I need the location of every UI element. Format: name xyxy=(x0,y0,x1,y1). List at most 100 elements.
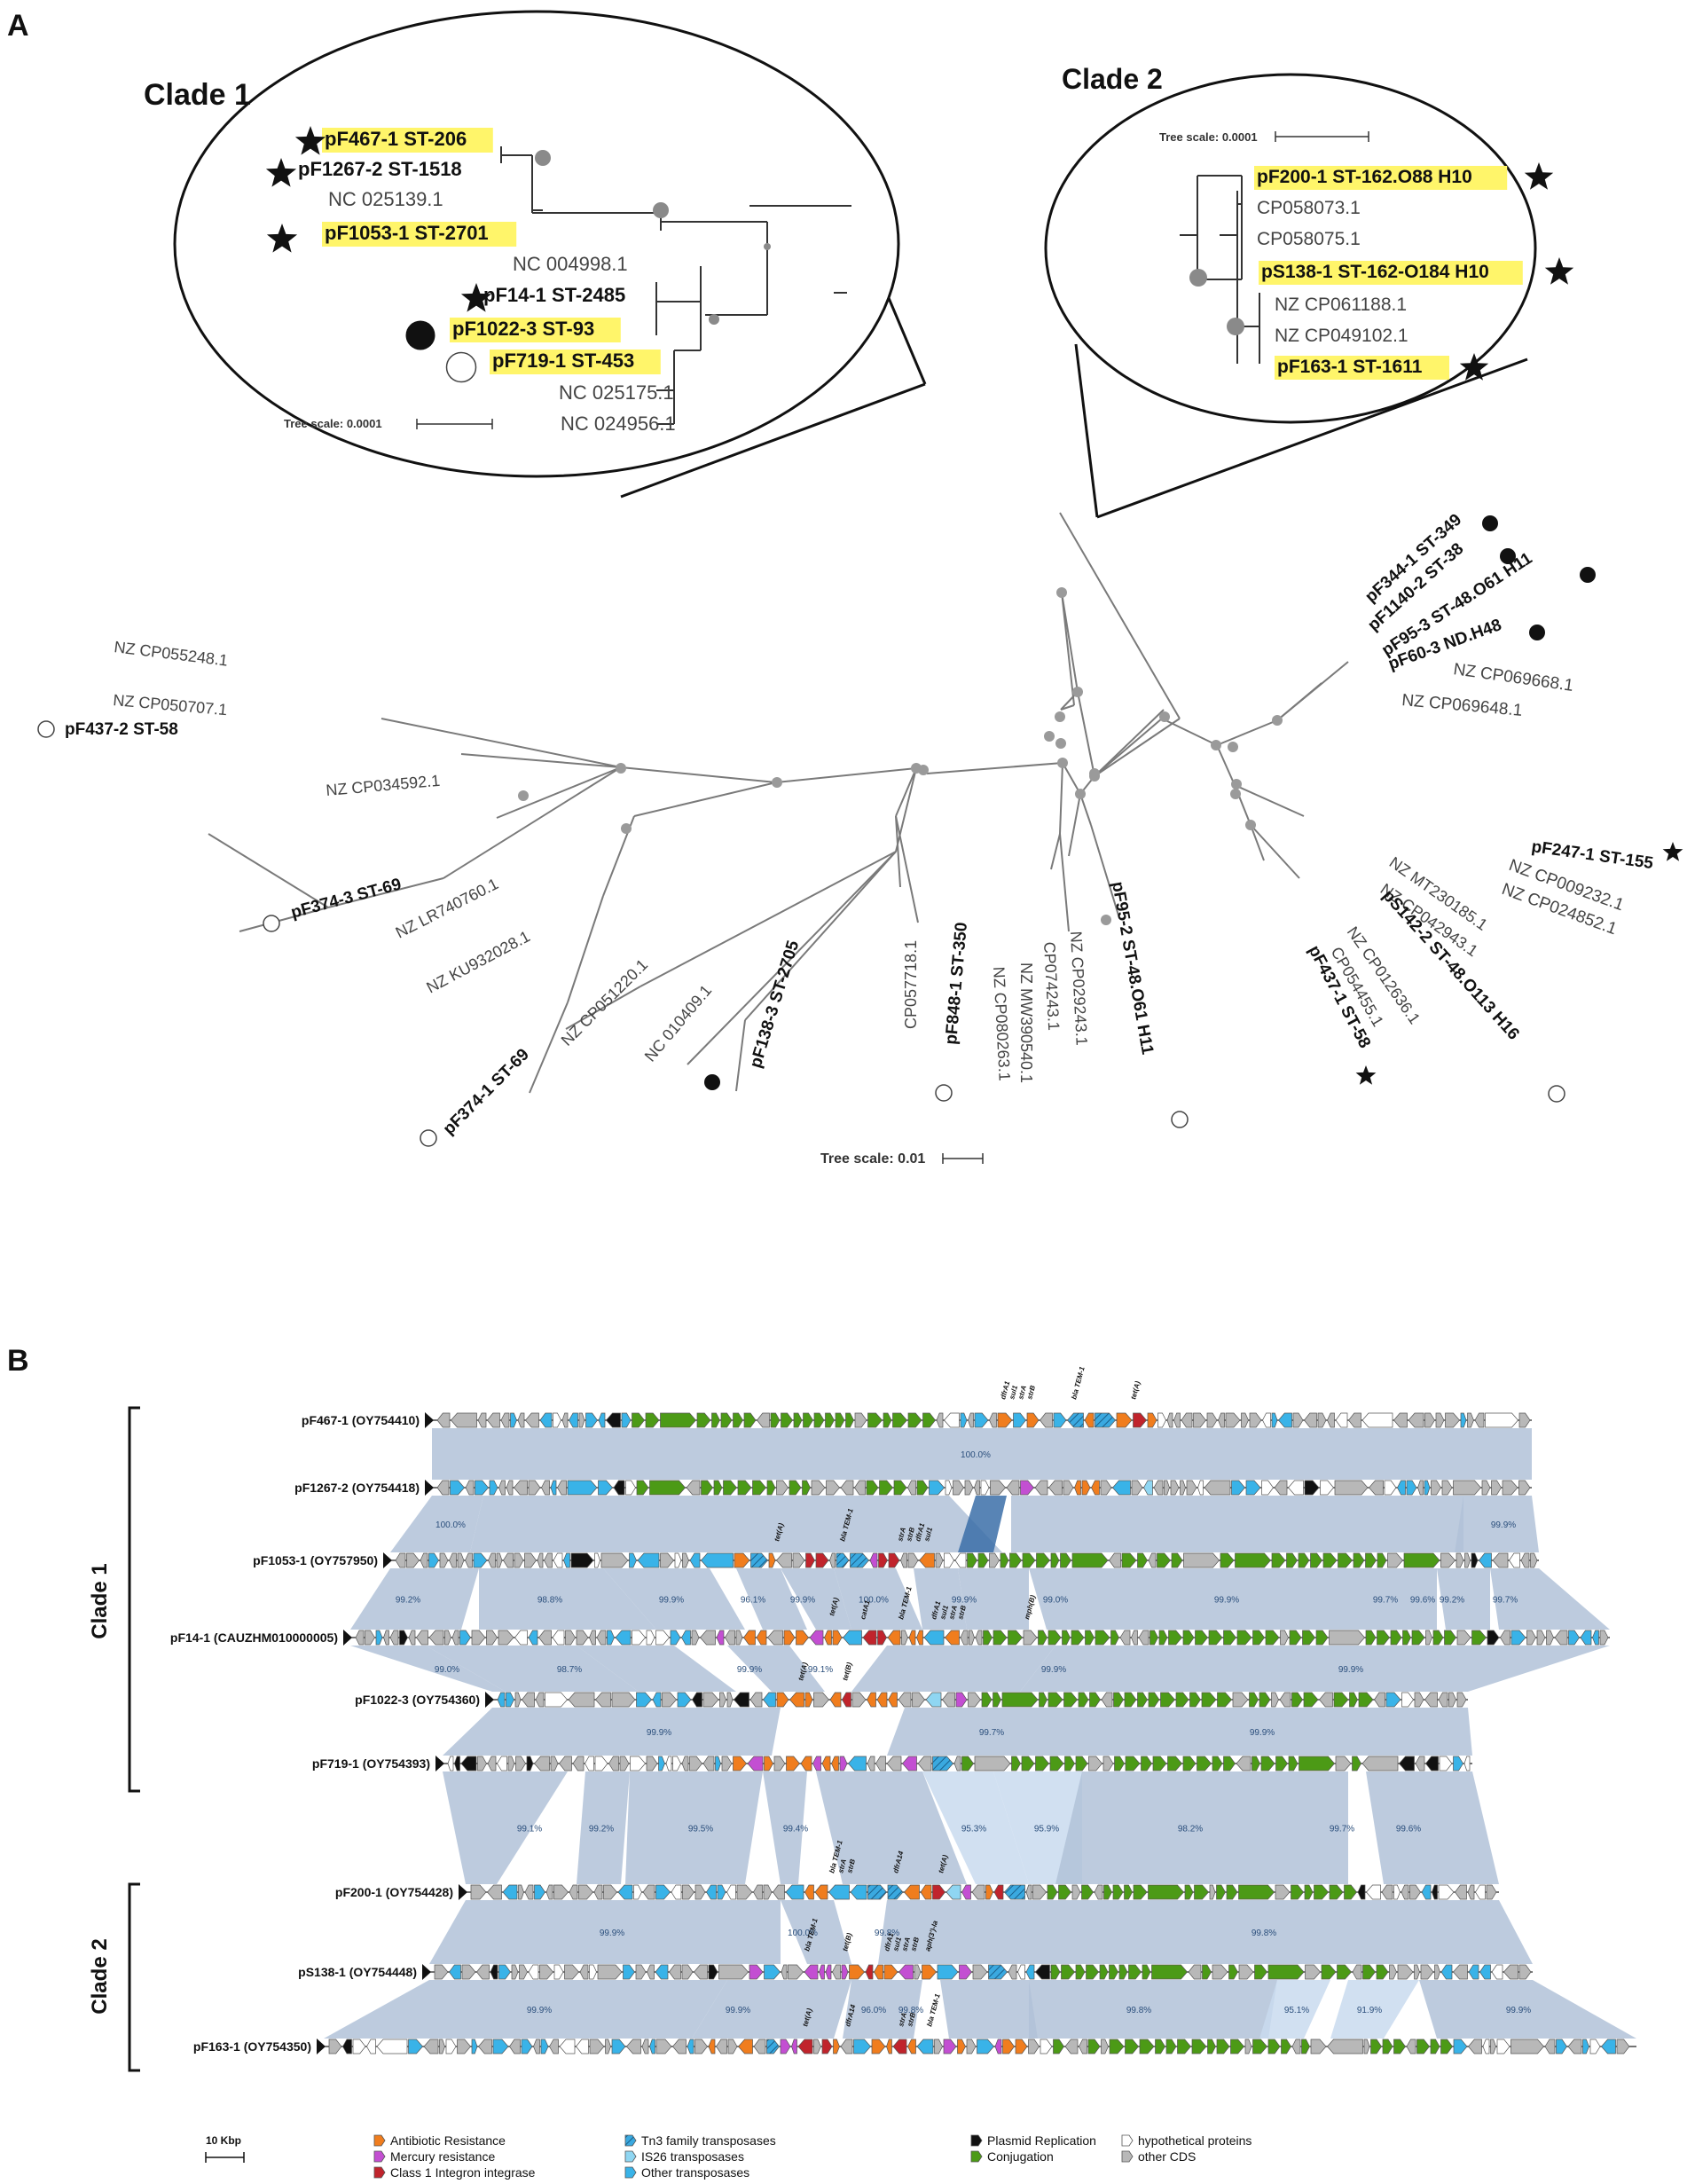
gene-arrow xyxy=(1289,1630,1302,1646)
gene-arrow xyxy=(1167,1756,1182,1772)
gene-arrow xyxy=(1212,1756,1223,1772)
tree-node xyxy=(1228,742,1238,752)
gene-arrow xyxy=(1420,1964,1434,1980)
gene-arrow xyxy=(1440,2039,1453,2054)
identity-label: 99.9% xyxy=(527,2006,552,2015)
gene-arrow xyxy=(528,1964,539,1980)
clade1-tree xyxy=(500,146,851,425)
gene-arrow xyxy=(1554,1630,1568,1646)
gene-arrow xyxy=(727,2039,738,2054)
gene-arrow xyxy=(1184,1884,1194,1900)
main-branch xyxy=(208,833,329,908)
gene-arrow xyxy=(1327,1412,1335,1428)
gene-arrow xyxy=(752,1480,766,1496)
gene-arrow xyxy=(1223,1630,1236,1646)
main-branch xyxy=(565,986,641,1030)
gene-arrow xyxy=(1181,1412,1193,1428)
clade1-leaf-label: NC 024956.1 xyxy=(561,412,676,435)
clade1-leaf-label: NC 025175.1 xyxy=(559,381,674,404)
legend-label: Class 1 Integron integrase xyxy=(390,2165,536,2180)
gene-arrow xyxy=(1218,1412,1225,1428)
gene-arrow xyxy=(1425,1630,1432,1646)
gene-arrow xyxy=(646,1630,655,1646)
gene-arrow xyxy=(825,1412,835,1428)
origin-marker xyxy=(383,1552,392,1568)
gene-arrow xyxy=(649,1480,686,1496)
gene-arrow xyxy=(892,1412,907,1428)
gene-arrow xyxy=(826,1480,840,1496)
gene-arrow xyxy=(1502,1480,1518,1496)
gene-arrow xyxy=(700,1630,716,1646)
gene-label: tet(B) xyxy=(841,1662,853,1682)
gene-arrow xyxy=(1216,2039,1230,2054)
main-tree-scale: Tree scale: 0.01 xyxy=(820,1151,984,1167)
gene-arrow xyxy=(1275,1884,1291,1900)
gene-arrow xyxy=(1177,2039,1191,2054)
identity-label: 99.7% xyxy=(1493,1596,1518,1606)
gene-arrow xyxy=(887,1630,901,1646)
gene-arrow xyxy=(1260,1756,1275,1772)
gene-arrow xyxy=(428,1630,444,1646)
main-branch xyxy=(496,766,622,819)
gene-arrow xyxy=(1114,1756,1125,1772)
gene-arrow xyxy=(488,1552,496,1568)
gene-arrow xyxy=(1592,1630,1599,1646)
gene-arrow xyxy=(877,1630,887,1646)
clade2-star-marker xyxy=(1544,257,1574,285)
gene-arrow xyxy=(977,1552,989,1568)
gene-arrow xyxy=(589,2039,605,2054)
identity-label: 99.9% xyxy=(1214,1596,1239,1606)
identity-ribbon xyxy=(736,1568,807,1630)
gene-arrow xyxy=(791,2039,797,2054)
gene-arrow xyxy=(1094,1884,1103,1900)
gene-arrow xyxy=(1445,1412,1460,1428)
gene-arrow xyxy=(1063,1692,1078,1708)
clade1-highlight xyxy=(322,128,493,153)
gene-arrow xyxy=(1320,1480,1334,1496)
gene-arrow xyxy=(515,1756,526,1772)
gene-arrow xyxy=(1518,1964,1532,1980)
track-label: pF467-1 (OY754410) xyxy=(302,1413,420,1427)
gene-arrow xyxy=(946,1884,961,1900)
gene-arrow xyxy=(1487,1630,1500,1646)
gene-arrow xyxy=(669,1964,681,1980)
gene-arrow xyxy=(475,1480,489,1496)
gene-arrow xyxy=(1304,1884,1314,1900)
gene-arrow xyxy=(1195,1630,1208,1646)
identity-ribbon xyxy=(443,1708,781,1756)
gene-arrow xyxy=(749,1692,763,1708)
gene-arrow xyxy=(1403,1552,1440,1568)
gene-arrow xyxy=(883,1412,892,1428)
gene-arrow xyxy=(692,1692,702,1708)
identity-label: 99.7% xyxy=(1330,1825,1354,1834)
gene-arrow xyxy=(916,2039,934,2054)
gene-arrow xyxy=(753,1884,763,1900)
gene-arrow xyxy=(815,1552,829,1568)
gene-arrow xyxy=(1431,1480,1441,1496)
gene-arrow xyxy=(1414,1964,1420,1980)
gene-arrow xyxy=(598,1480,613,1496)
identity-ribbon xyxy=(878,1900,985,1964)
gene-arrow xyxy=(953,1756,961,1772)
identity-ribbon xyxy=(577,1646,736,1692)
main-branch xyxy=(1060,704,1075,711)
gene-arrow xyxy=(528,1630,538,1646)
gene-arrow xyxy=(764,1756,773,1772)
gene-arrow xyxy=(615,1630,632,1646)
gene-arrow xyxy=(1286,1552,1298,1568)
gene-arrow xyxy=(935,1552,944,1568)
gene-arrow xyxy=(726,1692,734,1708)
clade2-leaf-label: CP058075.1 xyxy=(1257,229,1361,249)
gene-arrow xyxy=(1008,1964,1017,1980)
gene-arrow xyxy=(1432,1630,1444,1646)
main-tree-scale-text: Tree scale: 0.01 xyxy=(820,1151,925,1167)
identity-label: 99.9% xyxy=(952,1596,977,1606)
gene-arrow xyxy=(1100,1480,1112,1496)
gene-arrow xyxy=(497,1692,506,1708)
clade1-bracket-label: Clade 1 xyxy=(88,1563,112,1638)
gene-arrow xyxy=(829,1552,836,1568)
gene-arrow xyxy=(509,2039,521,2054)
gene-arrow xyxy=(1479,1552,1492,1568)
clade1-leaf-label: pF14-1 ST-2485 xyxy=(483,284,625,306)
identity-ribbon xyxy=(1011,1496,1463,1552)
